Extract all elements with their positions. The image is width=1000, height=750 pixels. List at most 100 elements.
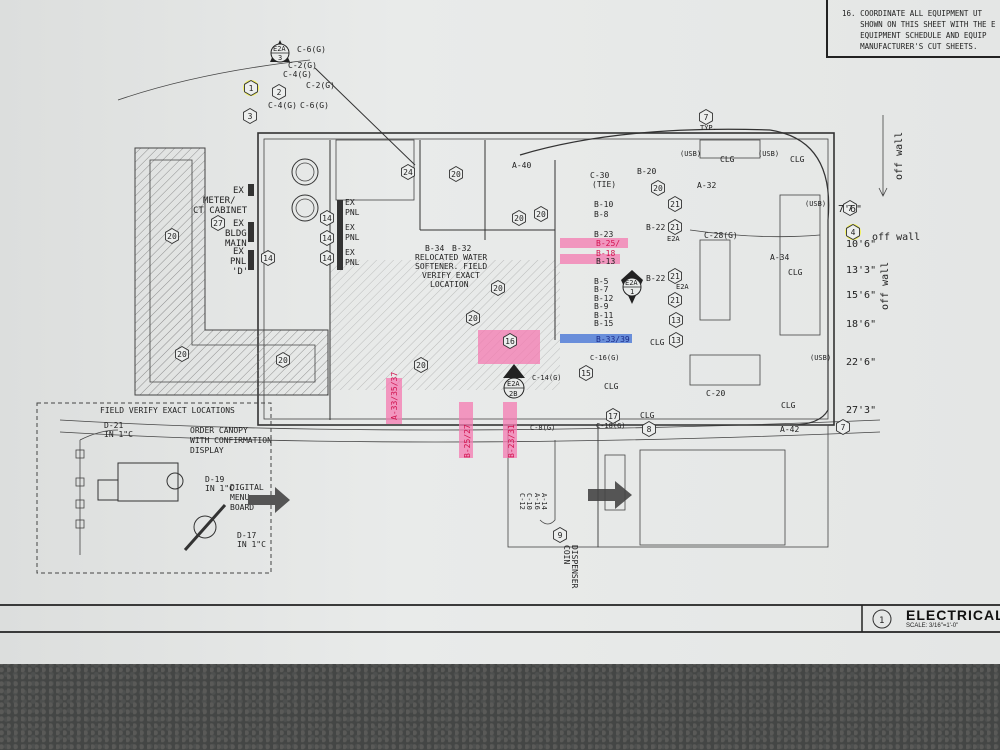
hex-tag-2	[276, 351, 290, 369]
hex-tag-label-32: 20	[536, 210, 546, 219]
hatched-l-inner	[149, 159, 316, 383]
hex-tag-33	[651, 179, 665, 197]
cc-10: B-22	[646, 274, 665, 283]
hex-tag-label-24: 21	[670, 296, 680, 305]
hex-tag-3	[414, 356, 428, 374]
circuits-center: A-40 C-30 (TIE) B-20 A-32 B-10 B-8 B-22 …	[512, 161, 789, 328]
ex-main-2: BLDG	[225, 229, 247, 239]
hex-tag-label-7: 20	[468, 314, 478, 323]
hex-tag-20	[244, 79, 258, 97]
cc-16: B-5	[594, 277, 609, 286]
hex-tag-5	[512, 209, 526, 227]
detail-tag2-top: E2A	[507, 380, 520, 388]
misc-13: C-18(G)	[596, 422, 626, 430]
diag-line	[314, 67, 416, 166]
hex-tag-10	[320, 229, 334, 247]
hex-tag-16	[836, 418, 850, 436]
hex-tag-28	[503, 332, 517, 350]
hex-tag-label-6: 20	[493, 284, 503, 293]
cc-17: C-28(G)	[704, 231, 738, 240]
ex-stack-1: EX	[345, 198, 355, 207]
ws-line-2: B-32	[452, 244, 471, 253]
hex-tag-label-22: 21	[670, 223, 680, 232]
ex-meter-3: CT CABINET	[193, 206, 248, 216]
hex-tag-label-9: 14	[322, 214, 332, 223]
dim-1: 10'6"	[846, 239, 876, 250]
hex-tag-22	[668, 218, 682, 236]
hex-tag-30	[553, 526, 567, 544]
drawing-sheet: FIELD VERIFY EXACT LOCATIONS ORDER CANOP…	[0, 0, 1000, 664]
misc-0: TYP.	[700, 124, 717, 132]
cc-7: B-22	[646, 223, 665, 232]
cc-12: B-9	[594, 302, 609, 311]
ex-main-1: EX	[233, 219, 244, 229]
menu-board-line	[183, 504, 227, 551]
order-canopy-display	[166, 472, 184, 490]
title-block: ELECTRICAL SCALE: 3/16"=1'-0"	[900, 605, 1000, 633]
hex-tag-label-13: 27	[213, 219, 223, 228]
hex-tag-9	[320, 209, 334, 227]
hex-tag-17	[846, 223, 860, 241]
hex-tag-12	[261, 249, 275, 267]
coin-c-2: C-12	[518, 493, 526, 510]
hex-tag-label-21: 21	[670, 200, 680, 209]
pink-highlight-4	[386, 378, 402, 424]
hex-tag-label-17: 4	[851, 228, 856, 237]
hex-tag-label-4: 20	[451, 170, 461, 179]
ex-pnl-d-1: EX	[233, 247, 244, 257]
circuit-d21: D-21	[104, 421, 123, 430]
dimension-notes: 7'6" 10'6" off wall 13'3" 15'6" 18'6" 22…	[838, 115, 920, 416]
detail-tag-top: E2A	[273, 45, 286, 53]
cc-0: A-40	[512, 161, 531, 170]
pink-0: B-25/	[596, 239, 620, 248]
hex-tag-label-23: 21	[670, 272, 680, 281]
hex-tag-label-26: 13	[671, 336, 681, 345]
coin-area-box2	[597, 424, 829, 548]
wiring-arc-mid	[689, 229, 821, 238]
hex-tag-26	[669, 331, 683, 349]
hex-tag-label-18: 2	[277, 88, 282, 97]
cc-4: A-32	[697, 181, 716, 190]
cc-11: B-12	[594, 294, 613, 303]
floor-background	[0, 660, 1000, 750]
ws-line-5: VERIFY EXACT	[422, 271, 480, 280]
hatched-l-area	[134, 147, 329, 396]
sheet-scale: SCALE: 3/16"=1'-0"	[906, 623, 959, 629]
arrow-right-2	[588, 481, 632, 509]
ws-line-4: SOFTENER. FIELD	[415, 262, 487, 271]
hex-tag-14	[699, 108, 713, 126]
cc-8: B-23	[594, 230, 613, 239]
blue-highlight-1	[560, 334, 632, 343]
hex-tag-label-3: 20	[416, 361, 426, 370]
hex-tag-label-29: 17	[608, 412, 618, 421]
menu-label-2: MENU	[230, 493, 249, 502]
ex-stack-2: PNL	[345, 208, 360, 217]
dim-0: 7'6"	[838, 204, 862, 215]
hex-tag-18	[272, 83, 286, 101]
hex-tag-label-30: 9	[558, 531, 563, 540]
circuit-top-5: C-4(G)	[268, 101, 297, 110]
canopy-label-1: ORDER CANOPY	[190, 426, 248, 435]
hex-tag-label-5: 20	[514, 214, 524, 223]
hex-tag-8	[401, 163, 415, 181]
hex-tag-31	[642, 420, 656, 438]
hex-tag-15	[843, 199, 857, 217]
cc-9: B-13	[596, 257, 615, 266]
misc-14: C-16(G)	[590, 354, 620, 362]
room-counter	[699, 139, 761, 159]
ex-stack-4: PNL	[345, 233, 360, 242]
misc-12: C-20	[706, 389, 725, 398]
electrical-plan-drawing: FIELD VERIFY EXACT LOCATIONS ORDER CANOP…	[0, 40, 1000, 633]
hex-tag-label-2: 20	[278, 356, 288, 365]
circuit-top-2: C-4(G)	[283, 70, 312, 79]
dim-4: 15'6"	[846, 290, 876, 301]
cc-3: B-20	[637, 167, 656, 176]
ws-line-6: LOCATION	[430, 280, 469, 289]
pink-highlight-2	[560, 254, 620, 264]
hex-tag-11	[320, 249, 334, 267]
misc-3: CLG	[720, 155, 735, 164]
hex-tag-label-11: 14	[322, 254, 332, 263]
hex-tag-0	[165, 227, 179, 245]
note-line-3: EQUIPMENT SCHEDULE AND EQUIP	[860, 31, 987, 40]
canopy-label-3: DISPLAY	[190, 446, 224, 455]
